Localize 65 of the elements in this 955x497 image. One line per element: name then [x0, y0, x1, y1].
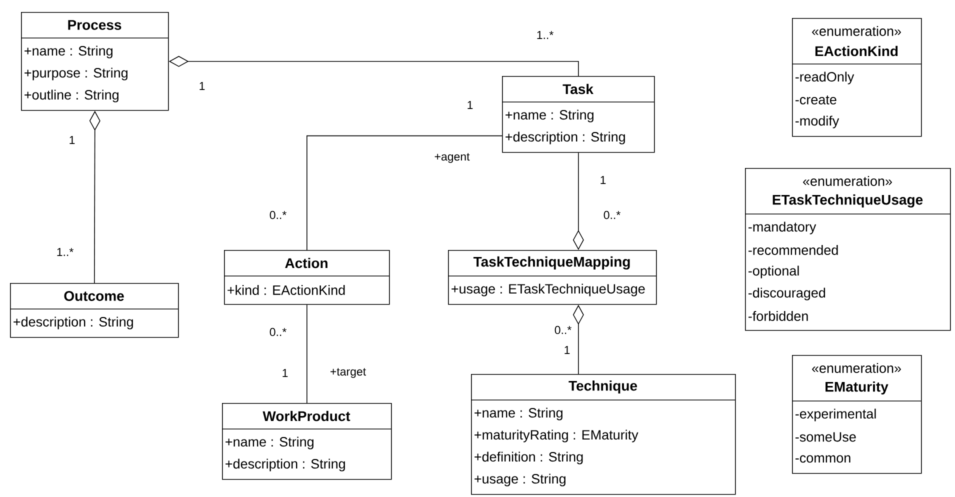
class-name: Action — [285, 258, 328, 268]
class-box — [224, 250, 390, 305]
class-name: Task — [562, 84, 594, 94]
class-box — [502, 76, 655, 153]
attribute: +name : String — [226, 436, 314, 450]
stereotype: «enumeration» — [803, 176, 892, 186]
class-box — [470, 374, 736, 495]
association-line — [306, 135, 502, 250]
attribute: +description : String — [14, 316, 133, 330]
attribute: +outline : String — [24, 90, 118, 102]
class-name: TaskTechniqueMapping — [473, 256, 630, 270]
multiplicity: 1..* — [537, 31, 554, 39]
attribute: +usage : ETaskTechniqueUsage — [452, 284, 645, 296]
enumeration-name: EActionKind — [815, 46, 898, 56]
enumeration-literal: -optional — [748, 266, 799, 278]
multiplicity: 1 — [282, 369, 288, 377]
multiplicity: 1 — [200, 82, 205, 90]
multiplicity: 1 — [468, 101, 473, 109]
class-name: Technique — [568, 380, 638, 394]
multiplicity: 0..* — [604, 210, 620, 220]
attribute: +maturityRating : EMaturity — [474, 430, 638, 442]
class-box — [20, 12, 169, 111]
attribute: +description : String — [226, 458, 345, 472]
stereotype: «enumeration» — [812, 363, 901, 373]
enumeration-literal: -readOnly — [796, 72, 854, 84]
class-name: Process — [68, 20, 122, 30]
multiplicity: 0..* — [554, 326, 572, 334]
enumeration-literal: -someUse — [796, 432, 856, 442]
aggregation-line — [572, 152, 584, 250]
enumeration-literal: -experimental — [796, 408, 876, 422]
enumeration-box — [792, 355, 922, 474]
attribute: +kind : EActionKind — [228, 285, 345, 295]
attribute: +name : String — [474, 408, 562, 420]
enumeration-literal: -common — [796, 455, 850, 463]
enumeration-literal: -mandatory — [748, 222, 816, 234]
attribute: +purpose : String — [24, 68, 128, 80]
attribute: +usage : String — [474, 474, 566, 486]
attribute: +description : String — [506, 132, 625, 144]
enumeration-literal: -recommended — [748, 245, 838, 255]
multiplicity: 0..* — [270, 328, 286, 336]
association-line — [306, 304, 308, 404]
enumeration-name: ETaskTechniqueUsage — [772, 194, 923, 208]
stereotype: «enumeration» — [812, 26, 901, 36]
attribute: +definition : String — [474, 452, 583, 464]
role-name: +target — [330, 368, 366, 378]
enumeration-box — [744, 168, 951, 331]
enumeration-name: EMaturity — [826, 381, 888, 395]
class-box — [222, 403, 392, 480]
multiplicity: 1 — [600, 176, 606, 184]
enumeration-literal: -forbidden — [748, 311, 808, 321]
attribute: +name : String — [24, 46, 112, 58]
class-box — [10, 283, 179, 338]
attribute: +name : String — [506, 110, 594, 122]
enumeration-literal: -discouraged — [748, 288, 826, 300]
multiplicity: 1 — [564, 346, 570, 354]
class-name: WorkProduct — [262, 410, 350, 422]
enumeration-literal: -create — [796, 96, 836, 104]
multiplicity: 1..* — [57, 248, 74, 256]
role-name: +agent — [434, 153, 470, 163]
class-name: Outcome — [64, 291, 124, 301]
multiplicity: 0..* — [270, 210, 286, 220]
enumeration-literal: -modify — [796, 116, 840, 128]
multiplicity: 1 — [70, 136, 75, 144]
enumeration-box — [792, 18, 922, 137]
class-box — [448, 250, 657, 305]
